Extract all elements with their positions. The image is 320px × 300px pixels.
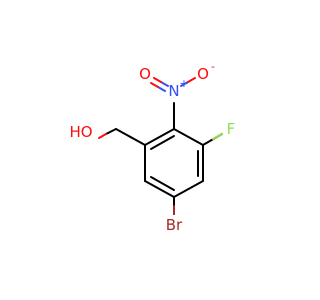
bond-ch2-o-black bbox=[105, 128, 117, 135]
nitro-oxygen-charge: - bbox=[211, 60, 215, 73]
nitro-nitrogen-charge: + bbox=[179, 77, 188, 90]
hydroxyl-label: HO bbox=[69, 123, 92, 141]
bond-c2-c3 bbox=[173, 128, 204, 146]
bond-c1-c2-inner bbox=[150, 135, 175, 150]
bond-c5-c6-inner bbox=[150, 176, 175, 191]
bond-c5-c6 bbox=[144, 180, 175, 198]
colored-bonds bbox=[98, 77, 223, 215]
bond-n-o1-c bbox=[157, 86, 166, 92]
nitro-oxygen-double-label: O bbox=[139, 65, 151, 83]
bond-c3-f-green bbox=[212, 133, 223, 140]
bond-c4-c5 bbox=[173, 180, 204, 198]
bond-n-o2-a bbox=[180, 81, 189, 87]
nitro-oxygen-single-label: O bbox=[197, 65, 209, 83]
bond-n-o1-b bbox=[153, 77, 162, 83]
bond-n-o1-a bbox=[160, 81, 169, 87]
bond-c1-ch2 bbox=[115, 128, 146, 146]
fluorine-label: F bbox=[227, 120, 236, 138]
bromine-label: Br bbox=[166, 216, 183, 234]
bond-ch2-o-red bbox=[98, 133, 107, 139]
bond-c1-c2 bbox=[144, 128, 175, 146]
bond-n-o2-b bbox=[187, 77, 196, 83]
nitro-nitrogen-label: N bbox=[168, 82, 179, 100]
bonds bbox=[115, 102, 223, 215]
molecule-diagram: HO N + O O - F Br bbox=[69, 60, 236, 234]
structure-svg: HO N + O O - F Br bbox=[69, 60, 236, 234]
bond-n-o1-d bbox=[150, 82, 159, 88]
